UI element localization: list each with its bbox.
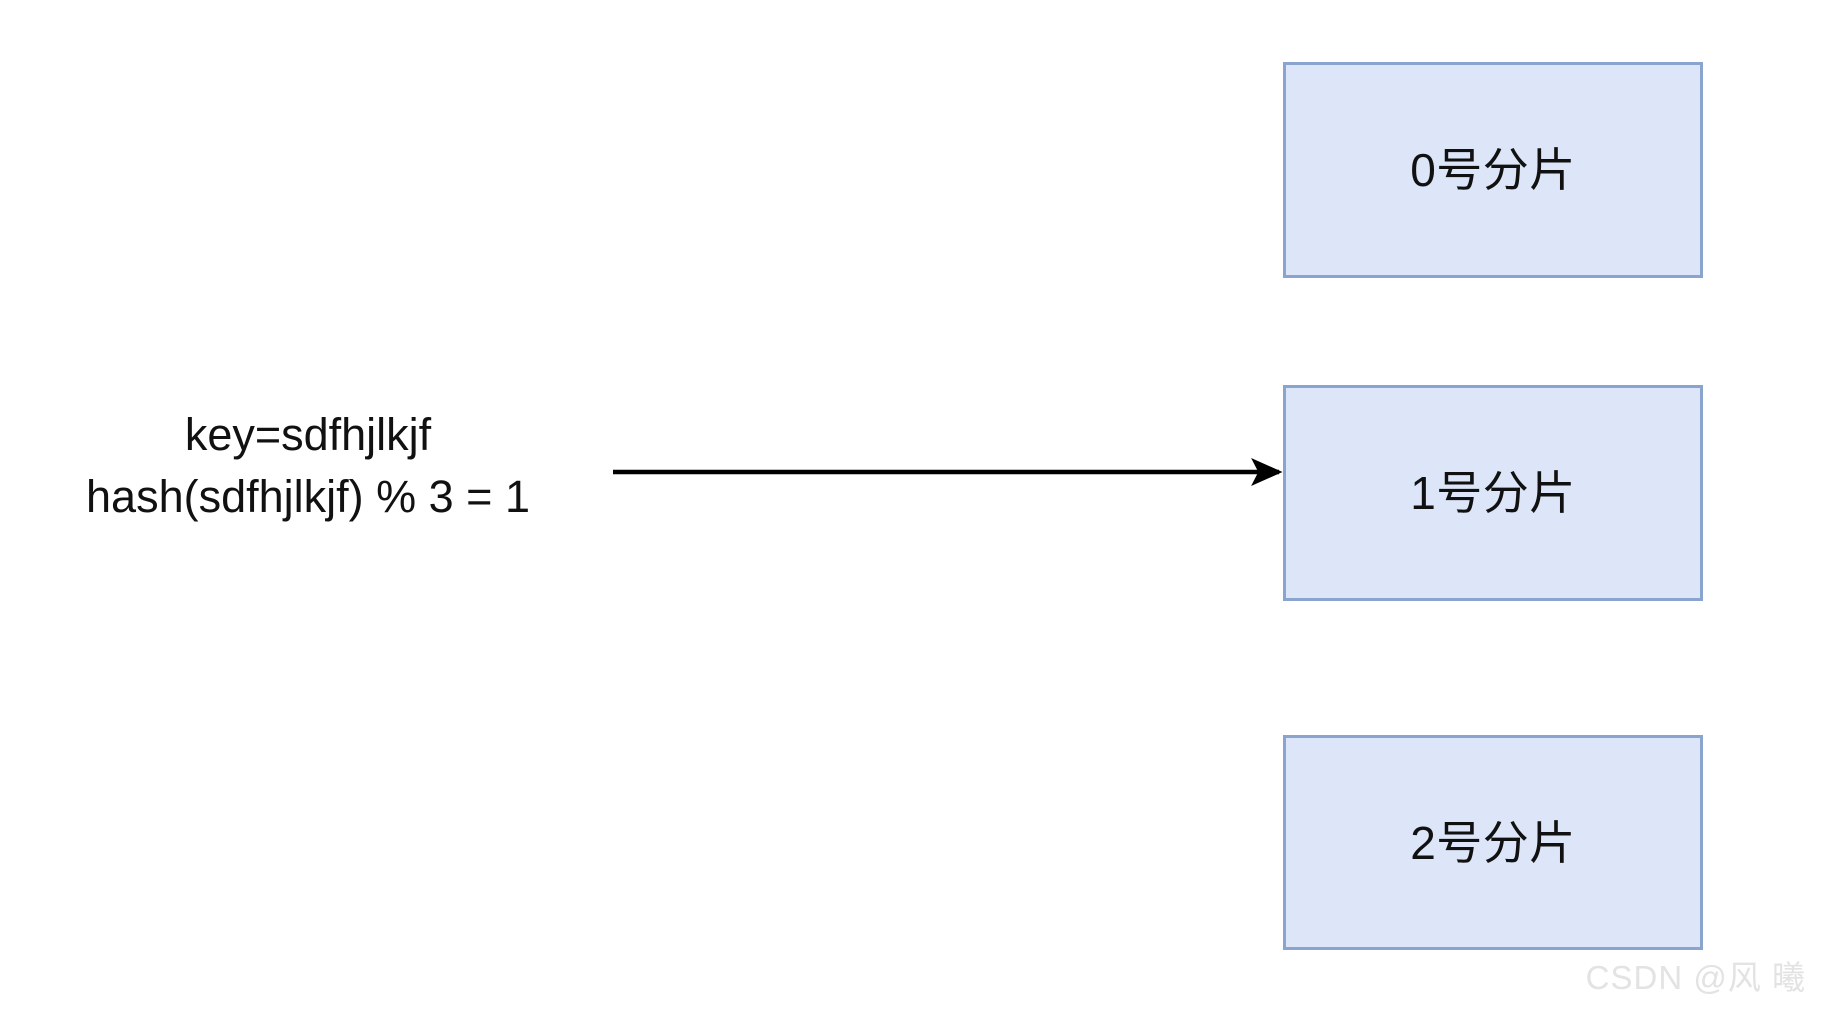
shard-box-1[interactable]: 1号分片: [1283, 385, 1703, 601]
hash-expression-line: hash(sdfhjlkjf) % 3 = 1: [86, 471, 530, 522]
shard-label-1: 1号分片: [1410, 467, 1576, 519]
csdn-watermark: CSDN @风 曦: [1585, 959, 1806, 996]
key-line: key=sdfhjlkjf: [184, 409, 432, 460]
flow-arrow-to-shard-1: [613, 458, 1283, 486]
key-hash-text: key=sdfhjlkjf hash(sdfhjlkjf) % 3 = 1: [28, 404, 588, 528]
shard-box-0[interactable]: 0号分片: [1283, 62, 1703, 278]
shard-label-0: 0号分片: [1410, 144, 1576, 196]
shard-label-2: 2号分片: [1410, 816, 1576, 869]
shard-box-2[interactable]: 2号分片: [1283, 735, 1703, 950]
